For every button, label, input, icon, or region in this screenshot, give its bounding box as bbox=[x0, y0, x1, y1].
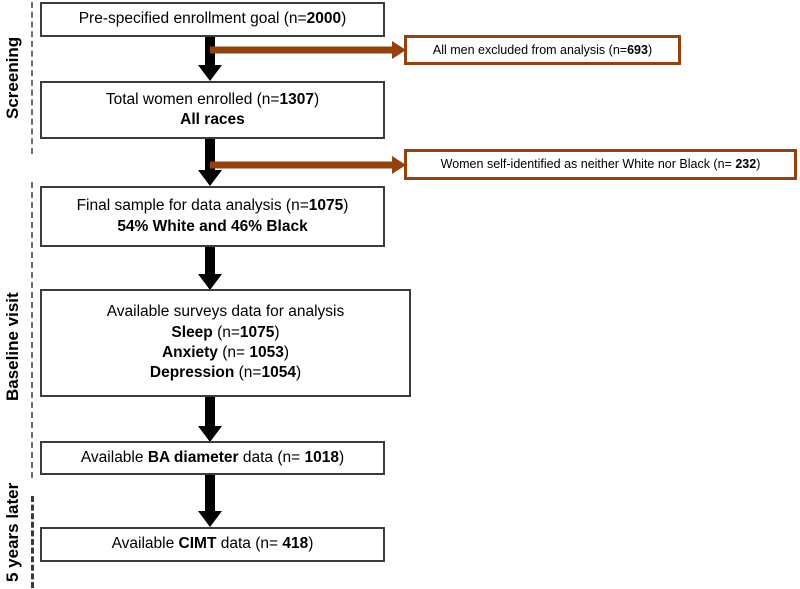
stage-divider-baseline bbox=[31, 182, 33, 478]
node-line: Available surveys data for analysis bbox=[106, 303, 345, 321]
exclusion-other-race-excluded[interactable]: Women self-identified as neither White n… bbox=[404, 149, 797, 180]
node-enrollment-goal[interactable]: Pre-specified enrollment goal (n=2000) bbox=[40, 2, 385, 37]
node-line: 54% White and 46% Black bbox=[117, 217, 308, 235]
stage-divider-screening bbox=[31, 2, 33, 154]
arrow-ba-to-cimt bbox=[197, 473, 223, 527]
node-line: Anxiety (n= 1053) bbox=[161, 344, 290, 361]
node-final-sample[interactable]: Final sample for data analysis (n=1075) … bbox=[40, 186, 385, 247]
node-line: Available CIMT data (n= 418) bbox=[111, 535, 314, 553]
exclusion-men-excluded[interactable]: All men excluded from analysis (n=693) bbox=[404, 35, 681, 65]
exclusion-line: Women self-identified as neither White n… bbox=[440, 157, 761, 171]
node-line: Final sample for data analysis (n=1075) bbox=[76, 197, 349, 215]
arrow-final-to-surveys bbox=[197, 246, 223, 290]
stage-label-five-years-later: 5 years later bbox=[3, 482, 22, 582]
node-available-surveys[interactable]: Available surveys data for analysis Slee… bbox=[40, 289, 411, 397]
node-line: Sleep (n=1075) bbox=[171, 323, 280, 341]
arrow-exclude-men bbox=[210, 41, 406, 59]
stage-divider-five-years bbox=[31, 496, 34, 588]
stage-label-baseline-visit: Baseline visit bbox=[3, 292, 22, 402]
node-line: Depression (n=1054) bbox=[149, 364, 302, 382]
exclusion-line: All men excluded from analysis (n=693) bbox=[432, 42, 653, 57]
node-line: Total women enrolled (n=1307) bbox=[105, 90, 320, 108]
arrow-exclude-other-race bbox=[210, 156, 406, 174]
stage-label-screening: Screening bbox=[3, 36, 22, 120]
arrow-enrolled-to-final bbox=[197, 138, 223, 186]
node-total-women-enrolled[interactable]: Total women enrolled (n=1307) All races bbox=[40, 81, 385, 139]
arrow-surveys-to-ba bbox=[197, 396, 223, 442]
node-ba-diameter[interactable]: Available BA diameter data (n= 1018) bbox=[40, 441, 385, 475]
node-line: Pre-specified enrollment goal (n=2000) bbox=[78, 10, 347, 28]
node-line: All races bbox=[180, 111, 245, 128]
node-line: Available BA diameter data (n= 1018) bbox=[80, 448, 345, 466]
node-cimt[interactable]: Available CIMT data (n= 418) bbox=[40, 527, 385, 562]
